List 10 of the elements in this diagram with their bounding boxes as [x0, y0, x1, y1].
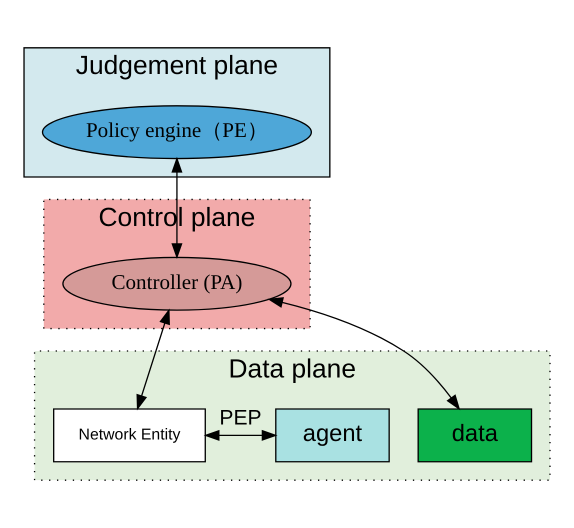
- node-box: agent: [275, 408, 390, 462]
- node-box: Network Entity: [53, 408, 206, 462]
- arrow: [267, 297, 460, 410]
- node-box: data: [418, 408, 532, 462]
- arrow: [171, 156, 182, 260]
- edge-label: PEP: [219, 406, 262, 430]
- arrow: [204, 430, 278, 441]
- node-ellipse: Controller (PA): [62, 256, 292, 311]
- arrow: [136, 308, 170, 411]
- node-ellipse: Policy engine（PE）: [42, 105, 312, 160]
